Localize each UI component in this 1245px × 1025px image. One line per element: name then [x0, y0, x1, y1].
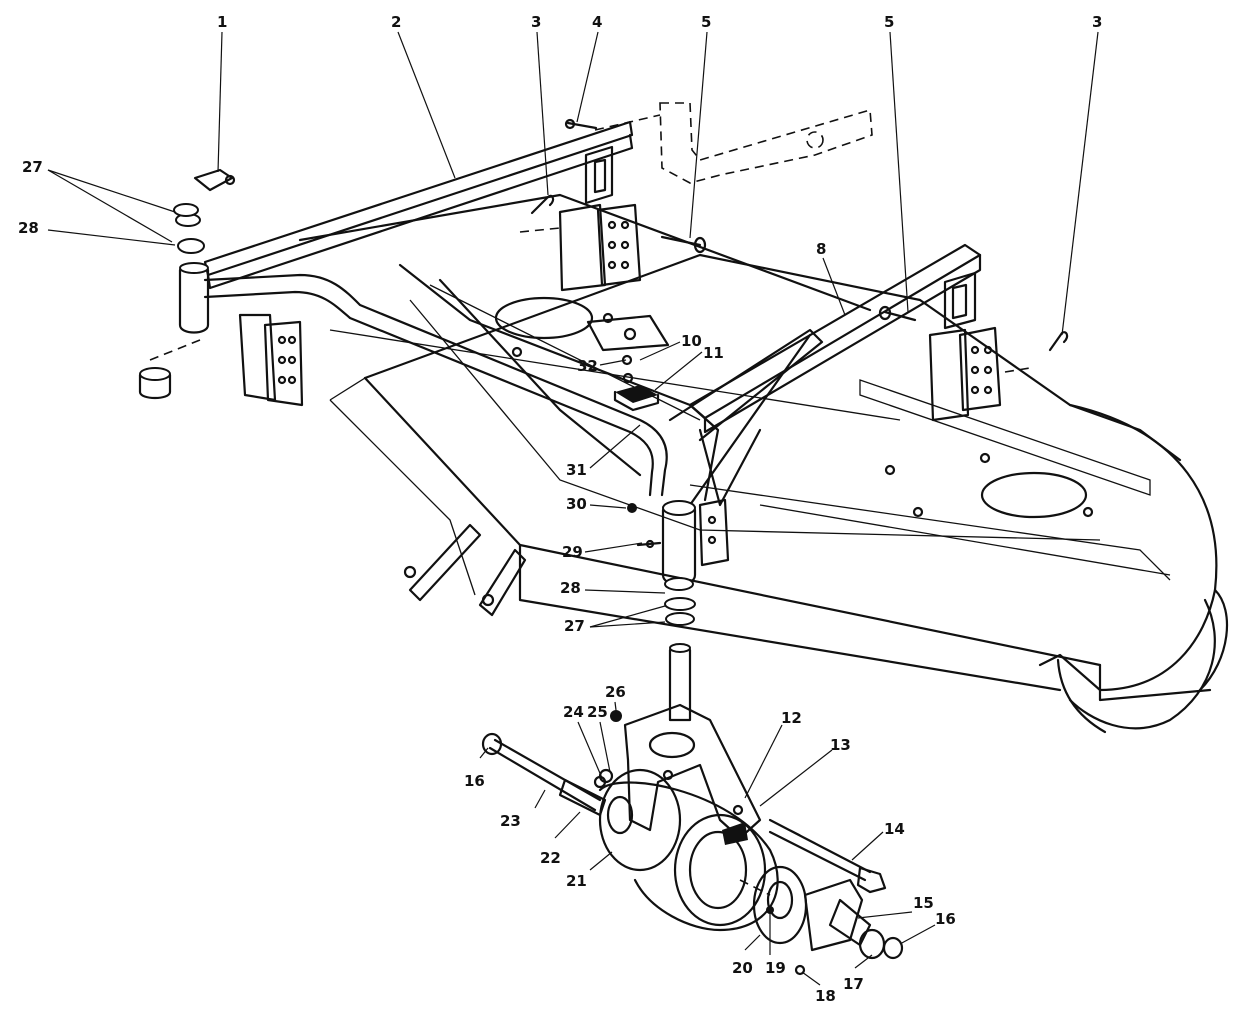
callout-19: 19 [765, 959, 786, 977]
callout-28-top: 28 [18, 219, 39, 237]
side-rail [203, 120, 634, 290]
callout-11: 11 [703, 344, 724, 362]
callout-8: 8 [816, 240, 827, 258]
axle-and-bolt [481, 710, 887, 894]
callout-14: 14 [884, 820, 905, 838]
rear-hitch-dashed [594, 102, 873, 184]
callout-24: 24 [563, 703, 584, 721]
callout-25: 25 [587, 703, 608, 721]
right-caster-assembly [636, 500, 697, 722]
callout-1: 1 [217, 13, 228, 31]
callout-29: 29 [562, 543, 583, 561]
callout-16-right: 16 [935, 910, 956, 928]
leader-lines [47, 31, 1099, 986]
callout-16-left: 16 [464, 772, 485, 790]
callout-12: 12 [781, 709, 802, 727]
callout-32: 32 [577, 357, 598, 375]
callout-26: 26 [605, 683, 626, 701]
center-fasteners [586, 314, 670, 513]
callout-18: 18 [815, 987, 836, 1005]
mower-deck-housing [329, 253, 1229, 734]
callout-21: 21 [566, 872, 587, 890]
callout-3-right: 3 [1092, 13, 1103, 31]
hub-assembly [739, 865, 904, 976]
callout-27-top: 27 [22, 158, 43, 176]
front-rail [688, 243, 982, 434]
mounting-plates [238, 203, 1002, 567]
caster-wheel [598, 768, 779, 932]
caster-fork [623, 703, 762, 840]
callout-2: 2 [391, 13, 402, 31]
callout-15: 15 [913, 894, 934, 912]
callout-31: 31 [566, 461, 587, 479]
callout-30: 30 [566, 495, 587, 513]
callout-4: 4 [592, 13, 603, 31]
callout-17: 17 [843, 975, 864, 993]
callout-28-bottom: 28 [560, 579, 581, 597]
callout-10: 10 [681, 332, 702, 350]
callout-5-left: 5 [701, 13, 712, 31]
hanger-frame [203, 193, 901, 507]
callout-5-right: 5 [884, 13, 895, 31]
callout-20: 20 [732, 959, 753, 977]
callout-13: 13 [830, 736, 851, 754]
callout-27-bottom: 27 [564, 617, 585, 635]
left-caster-assembly [138, 168, 236, 400]
callout-23: 23 [500, 812, 521, 830]
callout-3-left: 3 [531, 13, 542, 31]
callout-22: 22 [540, 849, 561, 867]
